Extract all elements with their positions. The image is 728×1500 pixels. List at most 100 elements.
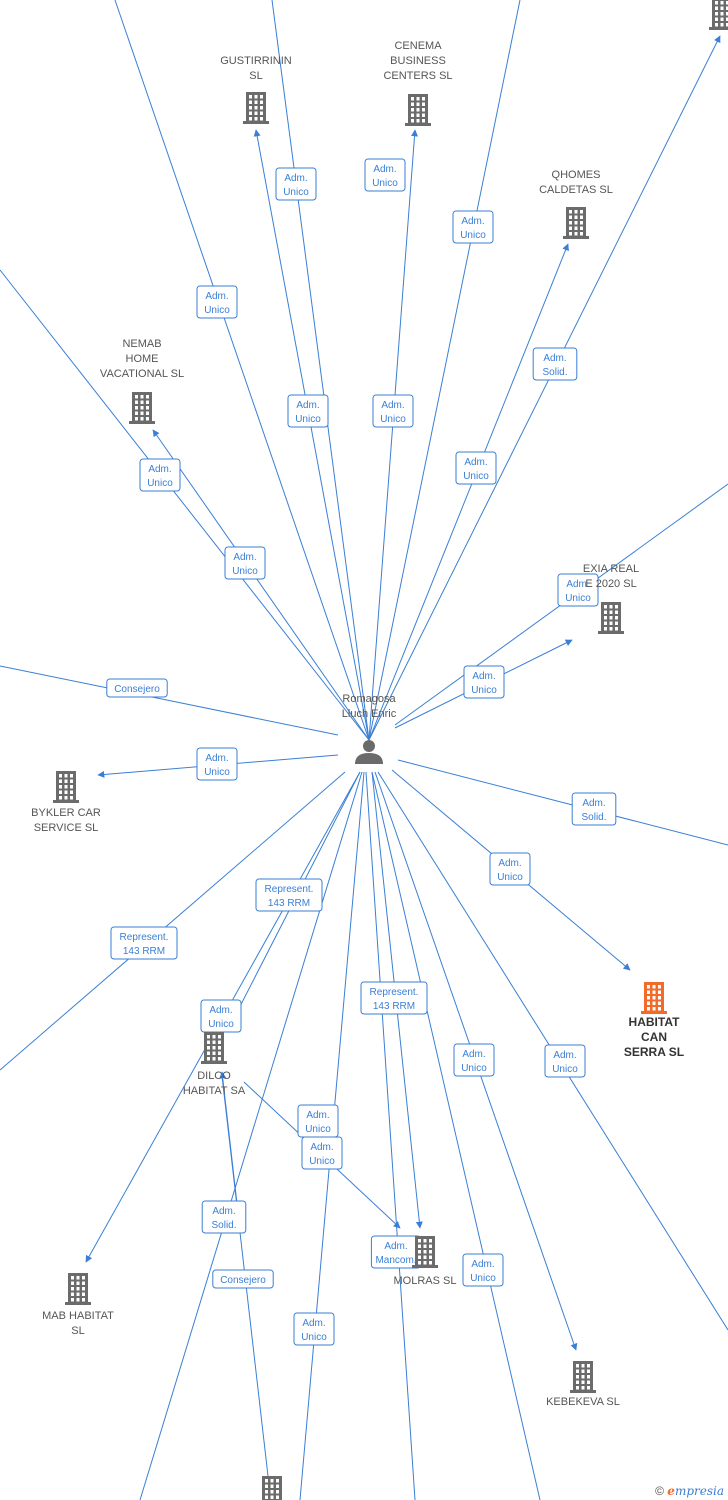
relation-label[interactable]: Adm.Solid. <box>201 1200 247 1234</box>
relation-label[interactable]: Adm.Unico <box>462 1253 504 1287</box>
footer-credit: © empresia <box>655 1484 724 1498</box>
node-label: CALDETAS SL <box>539 184 613 196</box>
node-label: SERRA SL <box>624 1045 684 1059</box>
node-label: BYKLER CAR <box>31 807 101 819</box>
relation-label[interactable]: Adm.Unico <box>224 546 266 580</box>
node-label: Lluch Enric <box>342 708 397 720</box>
relation-label[interactable]: Adm.Unico <box>139 458 181 492</box>
relation-label[interactable]: Adm.Unico <box>196 747 238 781</box>
relation-label[interactable]: Represent. 143 RRM <box>360 981 428 1015</box>
relation-label[interactable]: Adm.Unico <box>455 451 497 485</box>
building-icon[interactable] <box>570 1361 596 1393</box>
relation-label[interactable]: Adm.Unico <box>544 1044 586 1078</box>
relation-label-text: Adm. <box>498 858 521 869</box>
building-icon[interactable] <box>405 94 431 126</box>
building-icon[interactable] <box>709 0 728 30</box>
relation-label[interactable]: Adm. Unico <box>364 158 406 192</box>
relation-label-text: Unico <box>380 414 406 425</box>
building-icon[interactable] <box>598 602 624 634</box>
relation-label-text: Adm. <box>205 753 228 764</box>
node-label: HABITAT <box>629 1015 681 1029</box>
relation-label-text: Solid. <box>211 1220 236 1231</box>
relation-label-text: Unico <box>552 1064 578 1075</box>
relation-label-text: Unico <box>461 1063 487 1074</box>
relation-label[interactable]: Adm.Unico <box>372 394 414 428</box>
relation-label-text: 143 RRM <box>123 946 165 957</box>
relation-label[interactable]: Adm.Unico <box>297 1104 339 1138</box>
empresia-logo[interactable]: empresia <box>667 1484 724 1498</box>
edge-line <box>368 243 569 741</box>
relation-label-text: 143 RRM <box>373 1001 415 1012</box>
relation-label-text: Represent. <box>370 987 419 998</box>
edge-line <box>0 771 346 1071</box>
building-icon[interactable] <box>412 1236 438 1268</box>
node-label: MAB HABITAT <box>42 1310 114 1322</box>
node-label: Romagosa <box>342 693 396 705</box>
node-label: MOLRAS SL <box>394 1275 457 1287</box>
relation-label-text: Unico <box>463 471 489 482</box>
relation-label-text: Represent. <box>265 884 314 895</box>
relation-label-text: Unico <box>372 178 398 189</box>
node-label: E 2020 SL <box>585 578 636 590</box>
relation-label[interactable]: Represent.143 RRM <box>255 878 323 912</box>
relation-label[interactable]: Adm.Unico <box>557 573 599 607</box>
building-icon[interactable] <box>129 392 155 424</box>
edge-line <box>253 129 370 741</box>
relation-label[interactable]: Adm.Unico <box>463 665 505 699</box>
relation-label-text: Unico <box>565 593 591 604</box>
node-label: SERVICE SL <box>34 822 99 834</box>
relation-label-text: Unico <box>147 478 173 489</box>
relation-label-text: Adm. <box>205 291 228 302</box>
relation-label[interactable]: Adm.Solid. <box>532 347 578 381</box>
relation-label-text: Adm. <box>306 1110 329 1121</box>
node-label: HABITAT SA <box>183 1085 246 1097</box>
relation-label-text: Unico <box>204 305 230 316</box>
building-icon[interactable] <box>259 1476 285 1500</box>
relation-label[interactable]: Adm.Unico <box>453 1043 495 1077</box>
relation-label-text: Adm. <box>296 400 319 411</box>
edge-line <box>368 129 419 741</box>
node-label: SL <box>71 1325 84 1337</box>
relation-label-text: Unico <box>283 187 309 198</box>
relation-label-text: Adm. <box>373 164 396 175</box>
node-label: EXIA REAL <box>583 563 639 575</box>
building-icon[interactable] <box>641 982 667 1014</box>
relation-label[interactable]: Consejero <box>212 1269 274 1289</box>
relation-label[interactable]: Adm.Unico <box>200 999 242 1033</box>
building-icon[interactable] <box>53 771 79 803</box>
edge-line <box>152 429 370 741</box>
relation-label-layer: Adm.UnicoAdm.UnicoAdm.UnicoAdm.UnicoAdm.… <box>106 158 617 1346</box>
edge-line <box>397 759 728 846</box>
building-icon[interactable] <box>65 1273 91 1305</box>
node-label: VACATIONAL SL <box>100 368 184 380</box>
edge-line <box>371 771 541 1500</box>
relation-label[interactable]: Adm.Unico <box>452 210 494 244</box>
relation-label[interactable]: Adm. Unico <box>275 167 317 201</box>
relation-label[interactable]: Adm. Unico <box>489 852 531 886</box>
relation-label[interactable]: Adm.Unico <box>301 1136 343 1170</box>
relation-label-text: Unico <box>497 872 523 883</box>
person-icon[interactable] <box>355 740 383 764</box>
relation-label-text: Adm. <box>284 173 307 184</box>
relation-label[interactable]: Adm.Unico <box>287 394 329 428</box>
relation-label[interactable]: Adm.Mancom. <box>370 1235 422 1269</box>
relation-label[interactable]: Represent.143 RRM <box>110 926 178 960</box>
edge-line <box>368 35 721 741</box>
node-label: SL <box>249 70 262 82</box>
relation-label[interactable]: Adm.Unico <box>293 1312 335 1346</box>
relation-label-text: Solid. <box>581 812 606 823</box>
node-label: HOME <box>126 353 159 365</box>
building-icon[interactable] <box>563 207 589 239</box>
building-icon[interactable] <box>201 1032 227 1064</box>
relation-label[interactable]: Adm. Unico <box>196 285 238 319</box>
building-icon[interactable] <box>243 92 269 124</box>
relation-label-text: Unico <box>471 685 497 696</box>
relation-label[interactable]: Adm.Solid. <box>571 792 617 826</box>
relation-label-text: Adm. <box>543 353 566 364</box>
relation-label-text: Adm. <box>209 1005 232 1016</box>
relation-label[interactable]: Consejero <box>106 678 168 698</box>
relation-label-text: Unico <box>470 1273 496 1284</box>
